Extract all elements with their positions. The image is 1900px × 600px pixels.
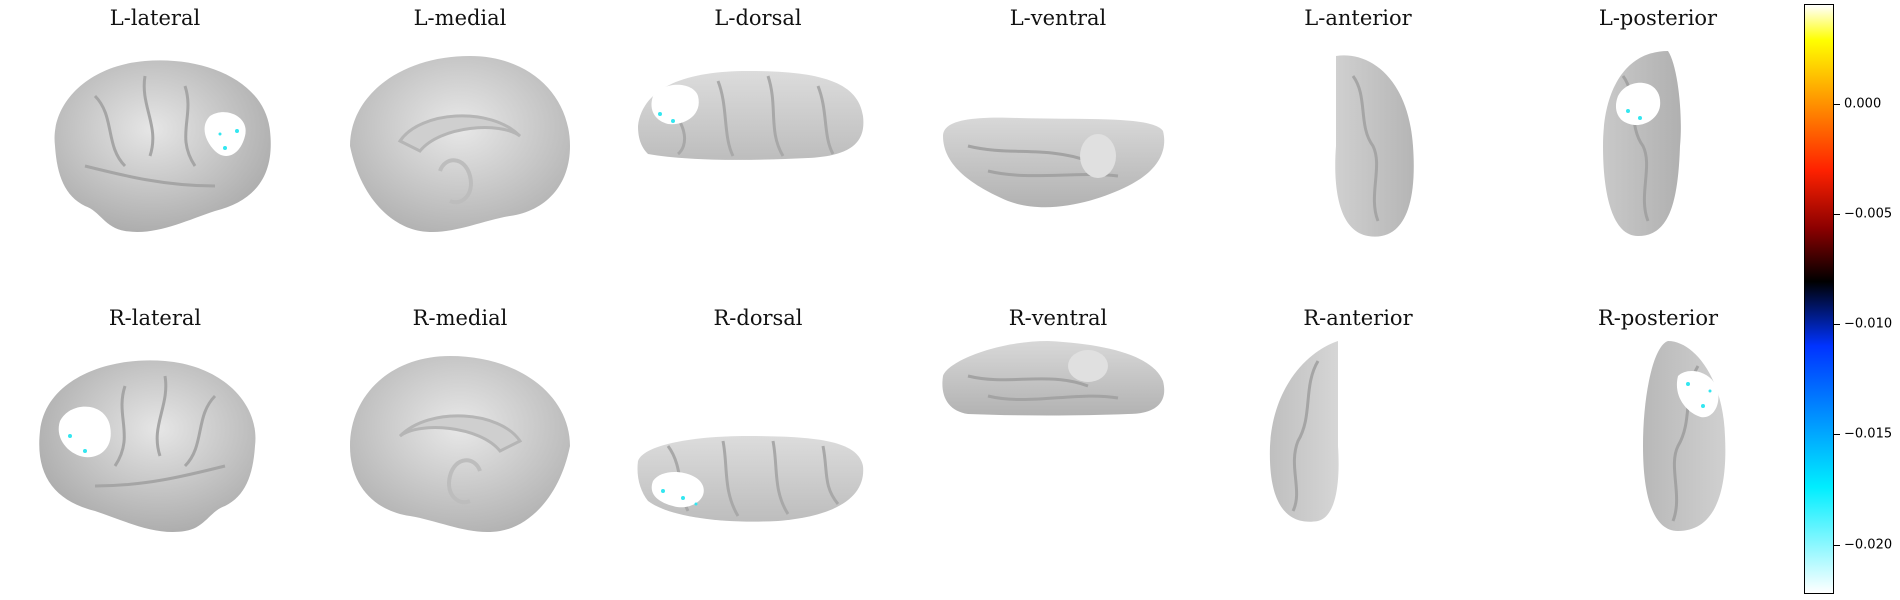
panel-title: L-ventral — [1009, 6, 1107, 30]
colorbar-gradient — [1804, 4, 1834, 594]
panel-title: L-lateral — [109, 6, 201, 30]
brain-view-r-dorsal — [637, 436, 864, 522]
panel-r-dorsal: R-dorsal — [628, 300, 888, 590]
brain-view-l-posterior — [1603, 51, 1681, 236]
panel-title: L-anterior — [1304, 6, 1412, 30]
panel-title: L-dorsal — [714, 6, 802, 30]
brain-view-l-lateral — [54, 60, 271, 232]
brain-view-l-medial — [350, 56, 570, 233]
colorbar-tick-label: −0.015 — [1844, 426, 1893, 442]
panel-title: L-medial — [413, 6, 507, 30]
panel-l-anterior: L-anterior — [1228, 0, 1488, 290]
panel-r-anterior: R-anterior — [1228, 300, 1488, 590]
panel-r-posterior: R-posterior — [1528, 300, 1788, 590]
colorbar-tick — [1834, 545, 1840, 546]
panel-title: R-dorsal — [713, 306, 803, 330]
brain-view-l-ventral — [943, 117, 1165, 208]
brain-view-r-medial — [350, 356, 570, 533]
brain-view-l-anterior — [1335, 55, 1414, 237]
panel-r-lateral: R-lateral — [25, 300, 285, 590]
colorbar-tick — [1834, 104, 1840, 105]
panel-l-dorsal: L-dorsal — [628, 0, 888, 290]
colorbar-tick-label: −0.005 — [1844, 206, 1893, 222]
panel-l-lateral: L-lateral — [25, 0, 285, 290]
panel-l-ventral: L-ventral — [928, 0, 1188, 290]
colorbar-tick — [1834, 434, 1840, 435]
colorbar-tick — [1834, 214, 1840, 215]
brain-view-r-lateral — [39, 360, 256, 532]
panel-title: R-anterior — [1303, 306, 1413, 330]
panel-title: R-ventral — [1008, 306, 1108, 330]
colorbar-tick-label: −0.010 — [1844, 316, 1893, 332]
panel-r-medial: R-medial — [330, 300, 590, 590]
colorbar-tick-label: −0.020 — [1844, 537, 1893, 553]
panel-r-ventral: R-ventral — [928, 300, 1188, 590]
colorbar-tick — [1834, 324, 1840, 325]
colorbar-tick-label: 0.000 — [1844, 96, 1882, 112]
panel-title: L-posterior — [1598, 6, 1718, 30]
panel-title: R-lateral — [108, 306, 202, 330]
brain-view-r-anterior — [1269, 341, 1339, 522]
panel-title: R-medial — [412, 306, 508, 330]
colorbar: 0.000 −0.005 −0.010 −0.015 −0.020 — [1804, 4, 1900, 596]
brain-view-l-dorsal — [638, 71, 864, 160]
brain-view-r-posterior — [1643, 341, 1726, 531]
panel-l-posterior: L-posterior — [1528, 0, 1788, 290]
panel-l-medial: L-medial — [330, 0, 590, 290]
brain-view-r-ventral — [942, 341, 1165, 416]
panel-title: R-posterior — [1597, 306, 1719, 330]
